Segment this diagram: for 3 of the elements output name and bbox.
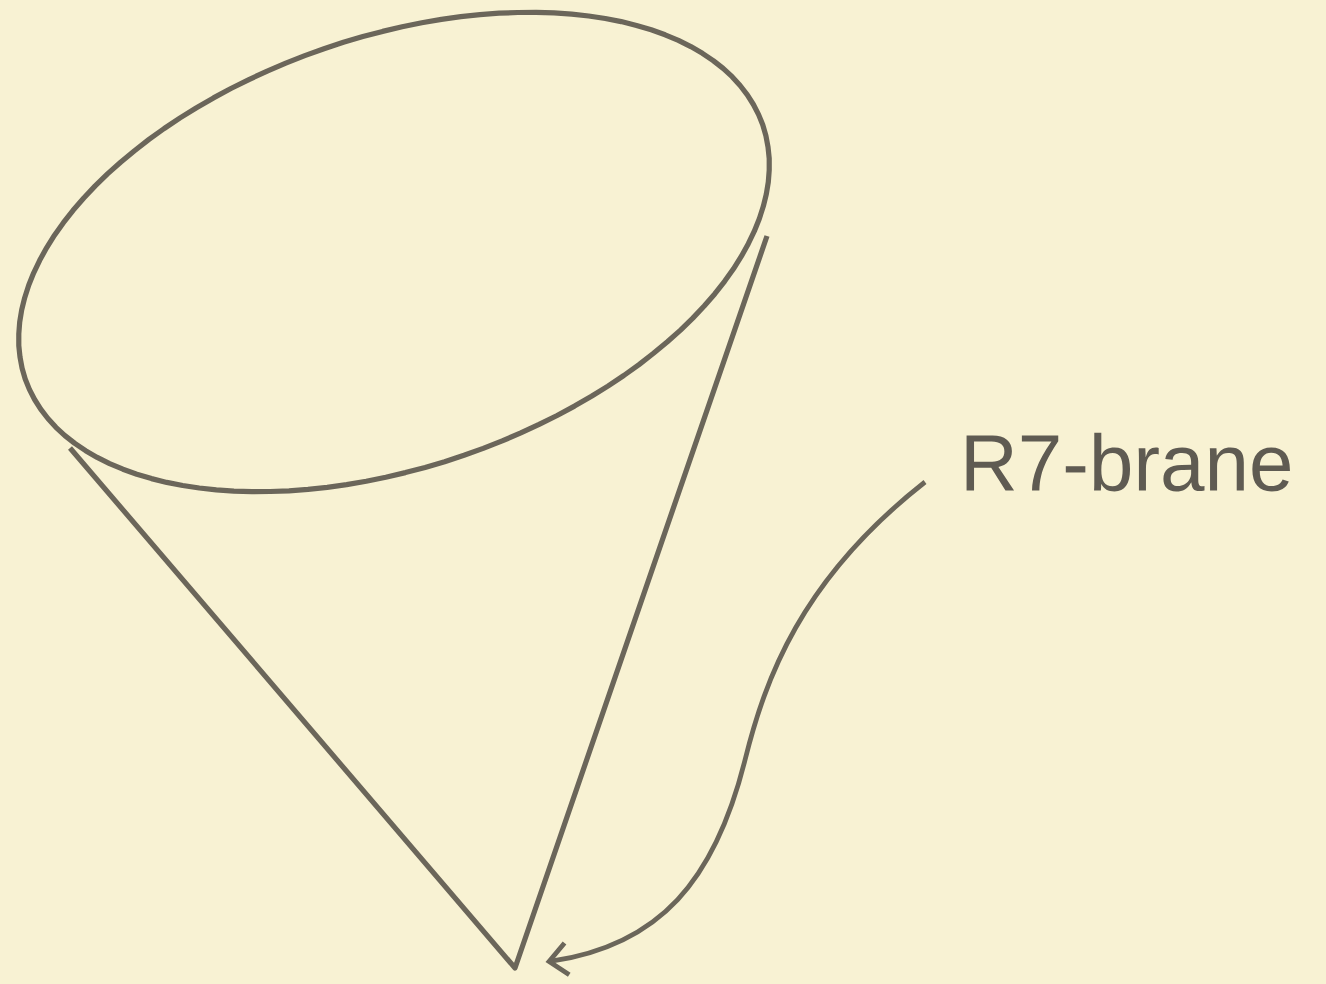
label-text: R7-brane	[966, 432, 1290, 492]
cone-drawing	[16, 9, 772, 971]
leader-line	[545, 480, 927, 977]
